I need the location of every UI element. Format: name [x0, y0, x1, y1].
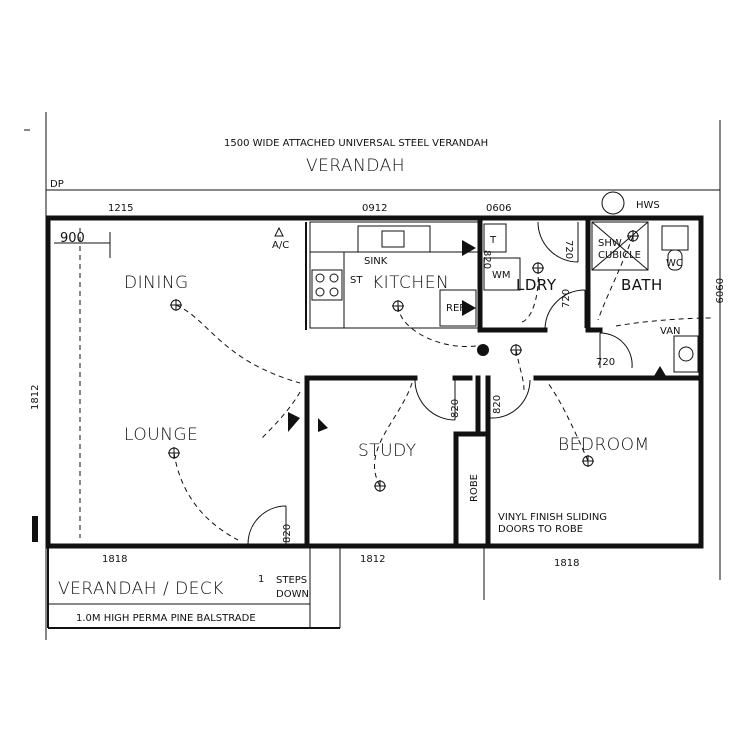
- dim-door-entry: 820: [282, 524, 293, 543]
- verandah-title: VERANDAH: [306, 156, 405, 176]
- dim-bottom-mid: 1812: [360, 554, 385, 565]
- dim-door-bed: 820: [492, 395, 503, 414]
- electrical-layout: [168, 230, 713, 541]
- deck-mark: 1: [258, 574, 264, 585]
- steps-note-1: STEPS: [276, 575, 307, 586]
- wm-label: WM: [492, 270, 511, 281]
- stove-label: ST: [350, 275, 363, 286]
- wc-icon: [661, 225, 689, 251]
- verandah-note: 1500 WIDE ATTACHED UNIVERSAL STEEL VERAN…: [224, 138, 488, 149]
- hws-tank: [601, 191, 625, 215]
- dim-left: 1812: [30, 385, 41, 410]
- washing-machine-icon: [483, 257, 521, 291]
- dim-top-mid: 0912: [362, 203, 387, 214]
- room-bath: BATH: [621, 276, 663, 294]
- ac-label: A/C: [272, 240, 289, 251]
- room-ldry: LDRY: [516, 276, 557, 294]
- dim-bottom-right: 1818: [554, 558, 579, 569]
- room-kitchen: KITCHEN: [372, 273, 449, 293]
- outer-walls: [45, 215, 704, 549]
- room-study: STUDY: [358, 441, 417, 461]
- dim-right: 0909: [713, 278, 724, 303]
- shower-label-1: SHW: [598, 238, 622, 249]
- fridge-label: REF: [446, 303, 465, 314]
- interior-walls: [304, 217, 703, 549]
- dim-door-ldry-2: 720: [561, 289, 572, 308]
- kitchen-bench: [309, 221, 479, 329]
- dim-top-right: 0606: [486, 203, 511, 214]
- dim-corner: 900: [60, 231, 85, 246]
- dim-bottom-left: 1818: [102, 554, 127, 565]
- stove-icon: [311, 269, 343, 301]
- dim-door-ldry: 720: [563, 240, 574, 259]
- dp-label: DP: [50, 179, 64, 190]
- tub-label: T: [489, 235, 497, 246]
- wc-label: WC: [666, 258, 683, 269]
- sliding-note-1: VINYL FINISH SLIDING: [498, 512, 607, 523]
- shower-icon: [591, 221, 649, 271]
- steps-note-2: DOWN: [276, 589, 309, 600]
- robe-label: ROBE: [469, 474, 480, 502]
- deck-outline: [32, 516, 485, 629]
- sliding-note-2: DOORS TO ROBE: [498, 524, 583, 535]
- dim-door-study: 820: [450, 399, 461, 418]
- hws-label: HWS: [636, 200, 660, 211]
- balustrade-note: 1.0M HIGH PERMA PINE BALSTRADE: [76, 613, 256, 624]
- door-swings: [247, 221, 633, 545]
- dim-door-kitchen: 820: [481, 250, 492, 269]
- room-deck: VERANDAH / DECK: [58, 579, 224, 599]
- corner-dimension: [54, 232, 111, 258]
- room-dining: DINING: [124, 273, 189, 293]
- ac-icon: [274, 226, 284, 237]
- room-lounge: LOUNGE: [124, 425, 198, 445]
- laundry-tub-icon: [483, 223, 507, 253]
- dim-top-left: 1215: [108, 203, 133, 214]
- room-bedroom: BEDROOM: [558, 435, 650, 455]
- sink-label: SINK: [364, 256, 388, 267]
- vanity-label: VAN: [660, 326, 681, 337]
- dim-door-bath: 720: [596, 357, 615, 368]
- shower-label-2: CUBICLE: [598, 250, 641, 261]
- vanity-icon: [673, 335, 699, 373]
